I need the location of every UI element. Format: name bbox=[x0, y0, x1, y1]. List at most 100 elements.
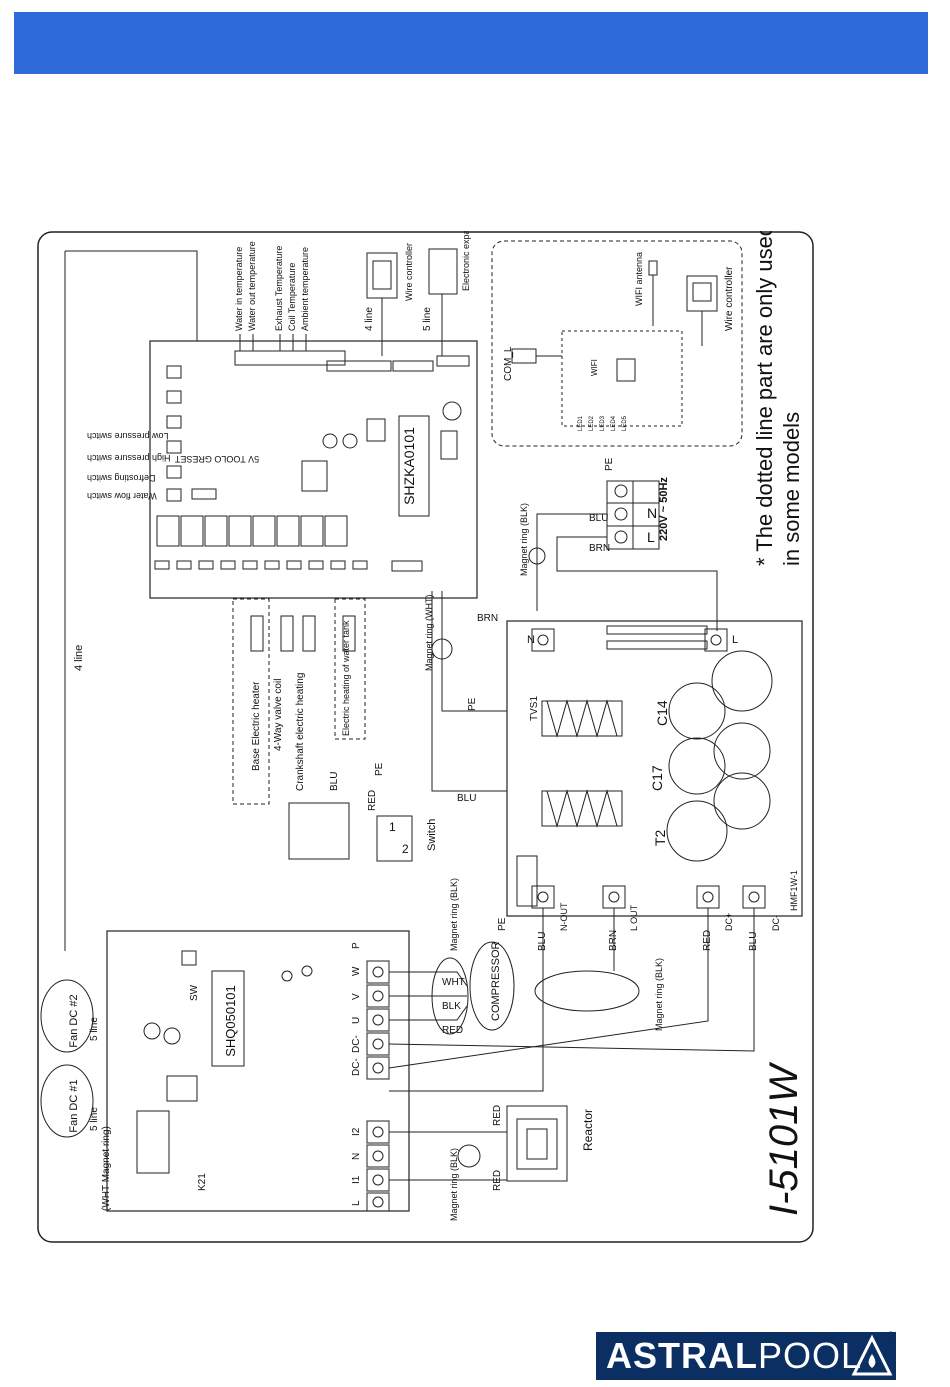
drive-label-u: U bbox=[351, 1017, 362, 1024]
power-terminal-block bbox=[606, 480, 660, 550]
main-board-capacitor-b bbox=[342, 433, 358, 449]
dc-wires bbox=[388, 908, 755, 1092]
filter-label-tvs1: TVS1 bbox=[529, 696, 540, 721]
wire-4line-top bbox=[65, 250, 198, 341]
main-board-outputs bbox=[154, 560, 423, 572]
load-base-heater-box bbox=[232, 598, 270, 805]
switch-label: Switch bbox=[426, 819, 438, 851]
reactor-magnet-label: Magnet ring (BLK) bbox=[449, 1148, 459, 1221]
fan-2-label: Fan DC #2 bbox=[68, 994, 80, 1047]
drive-label-i2: I2 bbox=[351, 1127, 362, 1136]
wifi-module-chip bbox=[616, 358, 636, 382]
relay-blu-label: BLU bbox=[329, 772, 340, 791]
dc-wire-blu-2: BLU bbox=[748, 932, 759, 951]
fan-1-line-label: 5 line bbox=[89, 1107, 100, 1131]
main-board-chip bbox=[301, 460, 328, 492]
logo-triangle-icon bbox=[851, 1334, 893, 1376]
comp-magnet-ring bbox=[431, 957, 469, 1035]
wifi-dotted-area bbox=[491, 240, 743, 447]
filter-fuse-1 bbox=[606, 625, 708, 635]
reactor-body bbox=[506, 1105, 568, 1182]
wifi-antenna bbox=[648, 260, 658, 276]
main-board bbox=[149, 340, 478, 599]
comp-wire-blk: BLK bbox=[442, 1001, 461, 1012]
wifi-com-connector bbox=[511, 348, 537, 364]
drive-label-v: V bbox=[351, 993, 362, 1000]
sensor-label-2: Water out temperature bbox=[247, 241, 257, 331]
drive-board-terminals-bottom bbox=[366, 1120, 390, 1212]
switch-label-low: Low pressure switch bbox=[87, 431, 169, 441]
power-magnet-ring bbox=[528, 547, 546, 565]
main-board-label-box bbox=[398, 415, 430, 517]
drive-board-cap-c bbox=[281, 970, 293, 982]
power-terminal-n: N bbox=[647, 505, 657, 521]
dc-pe-label: PE bbox=[497, 917, 508, 931]
drive-board-cap-a bbox=[143, 1022, 161, 1040]
switch-pe-label: PE bbox=[374, 762, 385, 776]
load-label-crankshaft: Crankshaft electric heating bbox=[295, 673, 306, 791]
switch-num-2: 2 bbox=[402, 842, 409, 856]
drive-label-i1: I1 bbox=[351, 1175, 362, 1184]
filter-board-code: HMF1W-1 bbox=[789, 870, 799, 911]
drive-label-l: L bbox=[351, 1200, 362, 1206]
main-board-code2: 5V TOOLO GRESET bbox=[174, 454, 259, 464]
filter-label-c14: C14 bbox=[654, 700, 670, 726]
filter-pe-label: PE bbox=[467, 697, 478, 711]
drive-board-code: SHQ050101 bbox=[223, 985, 238, 1057]
main-board-ic bbox=[366, 418, 386, 442]
switch-box bbox=[376, 815, 413, 862]
main-board-buzzer bbox=[442, 401, 462, 421]
filter-fuse-2 bbox=[606, 640, 708, 650]
fan-1-label: Fan DC #1 bbox=[68, 1079, 80, 1132]
drive-board bbox=[106, 930, 410, 1212]
header-bar bbox=[14, 12, 928, 74]
sensor-leads bbox=[239, 334, 307, 351]
drive-board-cap-b bbox=[163, 1027, 181, 1045]
comp-magnet-label: Magnet ring (BLK) bbox=[449, 878, 459, 951]
logo-registered: ® bbox=[887, 1330, 894, 1340]
sensor-labels: Water in temperature Water out temperatu… bbox=[234, 241, 310, 331]
wifi-wire-controller-label: Wire controller bbox=[724, 266, 735, 331]
main-board-code: SHZKA0101 bbox=[401, 427, 417, 505]
filter-label-t2: T2 bbox=[652, 829, 668, 846]
load-label-water-tank: Electric heating of water tank bbox=[341, 620, 351, 736]
wifi-led-1: LED1 bbox=[578, 415, 584, 431]
wifi-com-label: COM_L bbox=[503, 346, 514, 381]
switch-red-label: RED bbox=[367, 790, 378, 811]
sensor-label-1: Water in temperature bbox=[234, 247, 244, 331]
sensor-label-4: Coil Temperature bbox=[287, 263, 297, 331]
comp-wire-red: RED bbox=[442, 1025, 463, 1036]
wire-controller-box bbox=[366, 252, 398, 299]
drive-label-dc1: DC- bbox=[351, 1035, 362, 1053]
switch-num-1: 1 bbox=[389, 820, 396, 834]
compressor-ellipse bbox=[469, 941, 515, 1031]
reactor-magnet-ring bbox=[457, 1144, 481, 1168]
dc-wire-brn: BRN bbox=[608, 930, 619, 951]
fan-2-circle bbox=[40, 979, 94, 1053]
load-coils bbox=[250, 615, 356, 652]
relay-box bbox=[288, 802, 350, 860]
switch-label-waterflow: Water flow switch bbox=[87, 491, 157, 501]
model-name: I-5101W bbox=[762, 1062, 806, 1216]
main-magnet-label: Magnet ring (WHT) bbox=[424, 594, 434, 671]
reactor-label: Reactor bbox=[581, 1109, 595, 1151]
wifi-module-label: WIFI bbox=[590, 359, 599, 376]
main-blu-label: BLU bbox=[457, 793, 476, 804]
wifi-led-3: LED3 bbox=[600, 415, 606, 431]
drive-label-k21: K21 bbox=[197, 1173, 208, 1191]
wire-main-nl-2 bbox=[441, 591, 507, 712]
expansion-valve-box bbox=[428, 248, 458, 295]
dc-magnet-label: Magnet ring (BLK) bbox=[654, 958, 664, 1031]
compressor-wires bbox=[389, 971, 468, 1021]
fan-1-circle bbox=[40, 1064, 94, 1138]
power-terminal-l: L bbox=[647, 529, 655, 545]
logo-bold: ASTRAL bbox=[606, 1335, 758, 1376]
reactor-wires bbox=[389, 1131, 507, 1181]
sensor-label-3: Exhaust Temperature bbox=[274, 246, 284, 331]
load-water-tank-box bbox=[334, 598, 366, 740]
drive-label-w: W bbox=[351, 966, 362, 976]
filter-label-nout: N-OUT bbox=[559, 902, 569, 931]
drive-board-terminals-top bbox=[366, 960, 390, 1080]
wifi-module-board bbox=[561, 330, 683, 427]
filter-label-l: L bbox=[732, 634, 738, 646]
